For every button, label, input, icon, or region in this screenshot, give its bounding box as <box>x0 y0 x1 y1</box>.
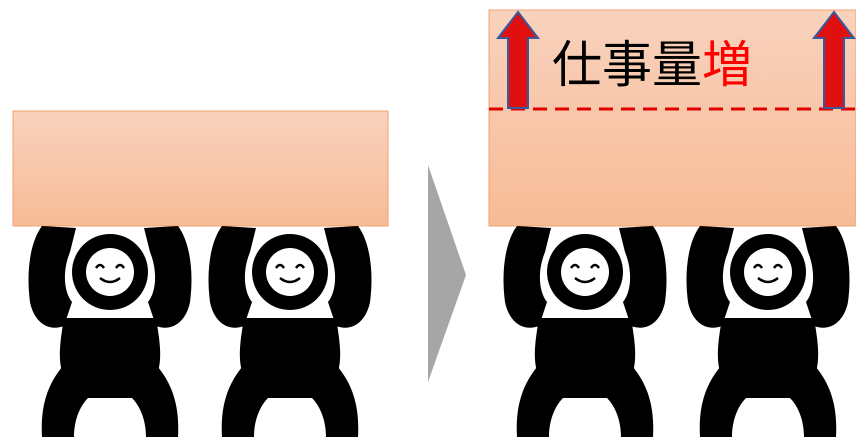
after-lifter-1 <box>502 224 668 439</box>
up-arrow-icon <box>811 10 856 109</box>
after-lifter-2 <box>685 224 851 439</box>
before-workload-box <box>12 110 389 227</box>
up-arrow-icon <box>495 10 541 109</box>
before-panel <box>12 110 389 439</box>
before-lifter-2 <box>207 224 373 439</box>
before-lifter-1 <box>27 224 193 439</box>
after-panel: 仕事量増 <box>488 9 856 439</box>
workload-increase-label: 仕事量増 <box>552 36 752 94</box>
chevron-right-arrow-icon <box>428 165 466 382</box>
after-workload-box <box>488 9 856 227</box>
label-prefix: 仕事量 <box>552 36 702 94</box>
label-highlight: 増 <box>702 36 752 94</box>
